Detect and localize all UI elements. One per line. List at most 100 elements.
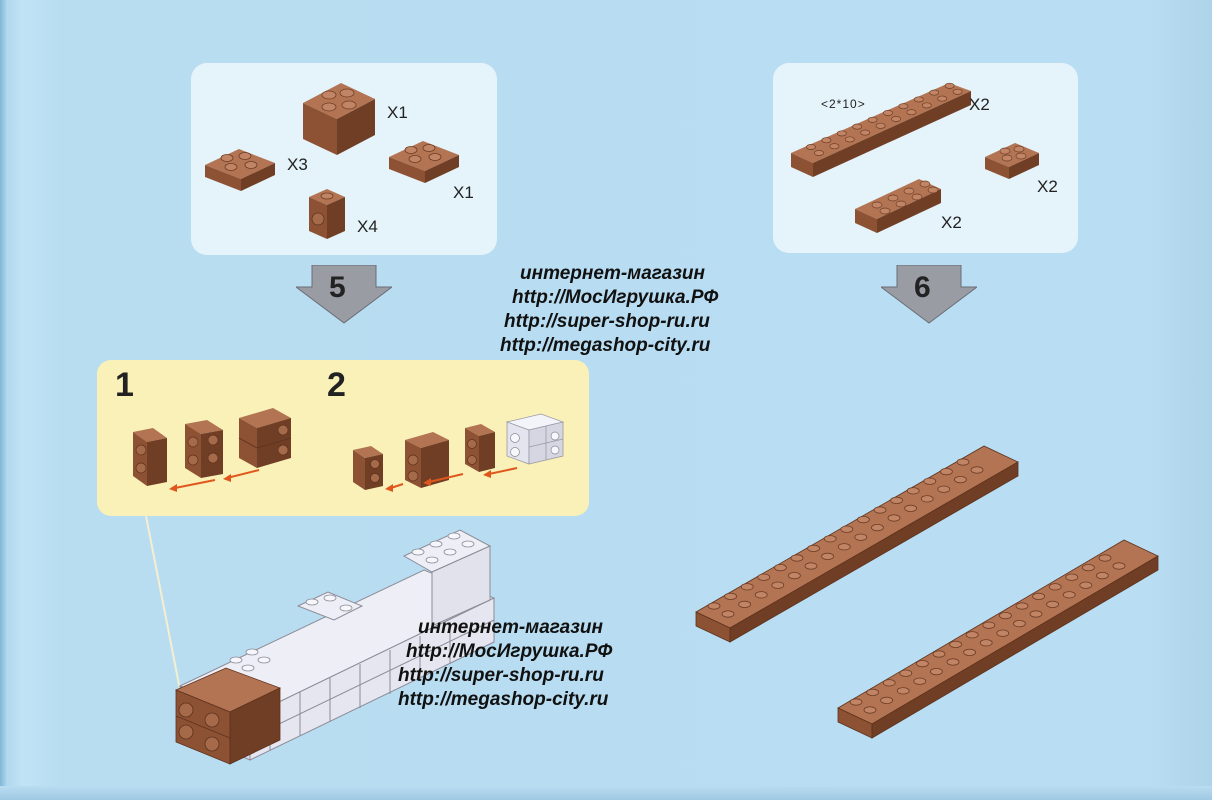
train-front-brown [174, 667, 282, 765]
long-plate-2 [837, 539, 1159, 739]
train-body [178, 529, 496, 761]
part-qty: X4 [357, 217, 378, 236]
plate-stud [952, 88, 963, 95]
plate-stud [949, 640, 962, 649]
step5-parts-panel: X1 X3 X1 X4 [191, 63, 497, 255]
plate-stud [1048, 583, 1062, 591]
plate-stud [844, 136, 855, 143]
leader-line [145, 515, 183, 701]
plate-stud [979, 639, 993, 647]
plate-stud [821, 552, 834, 561]
plate-stud [1082, 563, 1095, 572]
page-spine [0, 0, 8, 800]
plate-stud [930, 667, 943, 676]
page-bottom-edge [0, 786, 1212, 800]
plate-stud [863, 706, 877, 714]
plate-stud [882, 679, 896, 687]
plate-stud [754, 591, 768, 599]
plate-2x2-part [205, 149, 275, 191]
plate-stud [1032, 592, 1045, 601]
plate-stud [860, 129, 871, 136]
substep1-pieces [133, 408, 292, 492]
part-qty: X2 [1037, 177, 1058, 196]
step6-number: 6 [914, 271, 931, 304]
plate-stud [944, 82, 955, 89]
plate-stud [1096, 571, 1109, 580]
plate-stud [906, 109, 917, 116]
plate-stud [829, 143, 840, 150]
plate-stud [1015, 602, 1029, 610]
plate-stud [906, 487, 920, 495]
step6-arrow: 6 [881, 265, 977, 325]
step5-parts-art [205, 83, 459, 239]
plate-stud [849, 698, 863, 706]
plate-stud [913, 677, 927, 685]
plate-stud [837, 543, 851, 551]
plate-stud [891, 116, 901, 122]
plate-stud [921, 102, 932, 109]
step6-parts-art [791, 82, 1039, 233]
part-qty: X3 [287, 155, 308, 174]
plate-stud [1029, 610, 1043, 618]
plate-2x2-part [985, 143, 1039, 179]
plate-stud [899, 669, 913, 677]
step6-parts-panel: <2*10> X2 X2 X2 [773, 63, 1078, 253]
brick-2x2-part [303, 83, 375, 155]
plate-stud [873, 506, 887, 514]
plate-stud [956, 458, 970, 466]
plate-stud [1079, 581, 1093, 589]
watermark-line: интернет-магазин [418, 617, 604, 638]
plate-stud [790, 554, 804, 562]
plate-stud [871, 523, 884, 532]
plate-stud [823, 535, 837, 543]
plate-stud [1013, 619, 1026, 628]
plate-stud [904, 504, 917, 512]
plate-stud [965, 631, 979, 639]
plate-stud [920, 495, 934, 503]
watermark-line: http://megashop-city.ru [500, 335, 711, 356]
plate-stud [836, 130, 847, 137]
plate-stud [721, 610, 735, 618]
plate-stud [757, 573, 771, 581]
plate-stud [1065, 573, 1079, 581]
watermark-block: интернет-магазин http://МосИгрушка.РФ ht… [398, 616, 612, 712]
substep-number: 1 [115, 366, 134, 404]
plate-stud [916, 659, 929, 668]
part-qty: X1 [453, 183, 474, 202]
long-plate-1 [695, 445, 1019, 643]
plate-stud [929, 89, 940, 96]
watermark-line: http://МосИгрушка.РФ [512, 287, 719, 308]
plate-stud [999, 611, 1012, 620]
plate-stud [854, 533, 868, 541]
plate-2x4-part [855, 179, 941, 233]
watermark-line: http://super-shop-ru.ru [504, 311, 710, 332]
plate-stud [887, 514, 901, 522]
watermark-line: http://МосИгрушка.РФ [406, 641, 613, 662]
plate-stud [937, 95, 948, 102]
plate-2x10-part [791, 82, 971, 177]
plate-stud [946, 658, 960, 666]
plate-stud [740, 583, 754, 591]
watermark-line: http://megashop-city.ru [398, 689, 609, 710]
plate-stud [821, 137, 832, 144]
plate-stud [996, 629, 1010, 637]
round-plate-part [389, 141, 459, 183]
watermark-line: интернет-магазин [520, 263, 706, 284]
plate-stud [806, 144, 816, 150]
plate-stud [774, 563, 787, 572]
substeps-art [133, 408, 565, 492]
plate-stud [890, 496, 903, 504]
plate-stud [913, 96, 924, 103]
plate-stud [814, 150, 824, 156]
brick-1x1-side-part [309, 189, 345, 239]
plate-stud [937, 485, 951, 493]
part-size-label: <2*10> [821, 97, 866, 111]
plate-stud [940, 467, 953, 476]
plate-stud [788, 571, 801, 580]
substep-number: 2 [327, 366, 346, 404]
part-qty: X2 [941, 213, 962, 232]
plate-stud [738, 600, 751, 609]
step5-substeps-panel: 1 2 [97, 360, 589, 516]
part-qty: X1 [387, 103, 408, 122]
